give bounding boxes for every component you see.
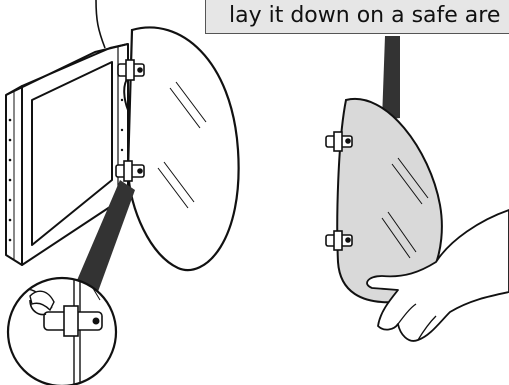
hinge-icon bbox=[115, 160, 145, 182]
hand-icon bbox=[366, 209, 509, 342]
caption-pointer bbox=[382, 36, 400, 120]
hand-icon bbox=[29, 290, 55, 312]
cabinet-box bbox=[5, 43, 129, 266]
side-panel-holes bbox=[8, 98, 124, 242]
caption-box bbox=[205, 0, 509, 34]
cabinet-top-edge bbox=[5, 43, 129, 96]
zoom-pointer bbox=[72, 180, 135, 300]
power-cord bbox=[95, 0, 106, 49]
caption-text: lay it down on a safe are bbox=[229, 3, 501, 28]
hand-finger-lines bbox=[397, 303, 437, 341]
magnifier-icon bbox=[6, 276, 118, 385]
held-mirror-reflection-lines bbox=[381, 157, 429, 259]
hinge-icon bbox=[117, 59, 145, 81]
cabinet-inner-back bbox=[31, 61, 113, 246]
mirror-reflection-lines bbox=[157, 81, 207, 209]
mirror-door-open bbox=[126, 26, 240, 272]
hinge-icon bbox=[325, 131, 353, 152]
hinge-icon bbox=[325, 230, 353, 251]
